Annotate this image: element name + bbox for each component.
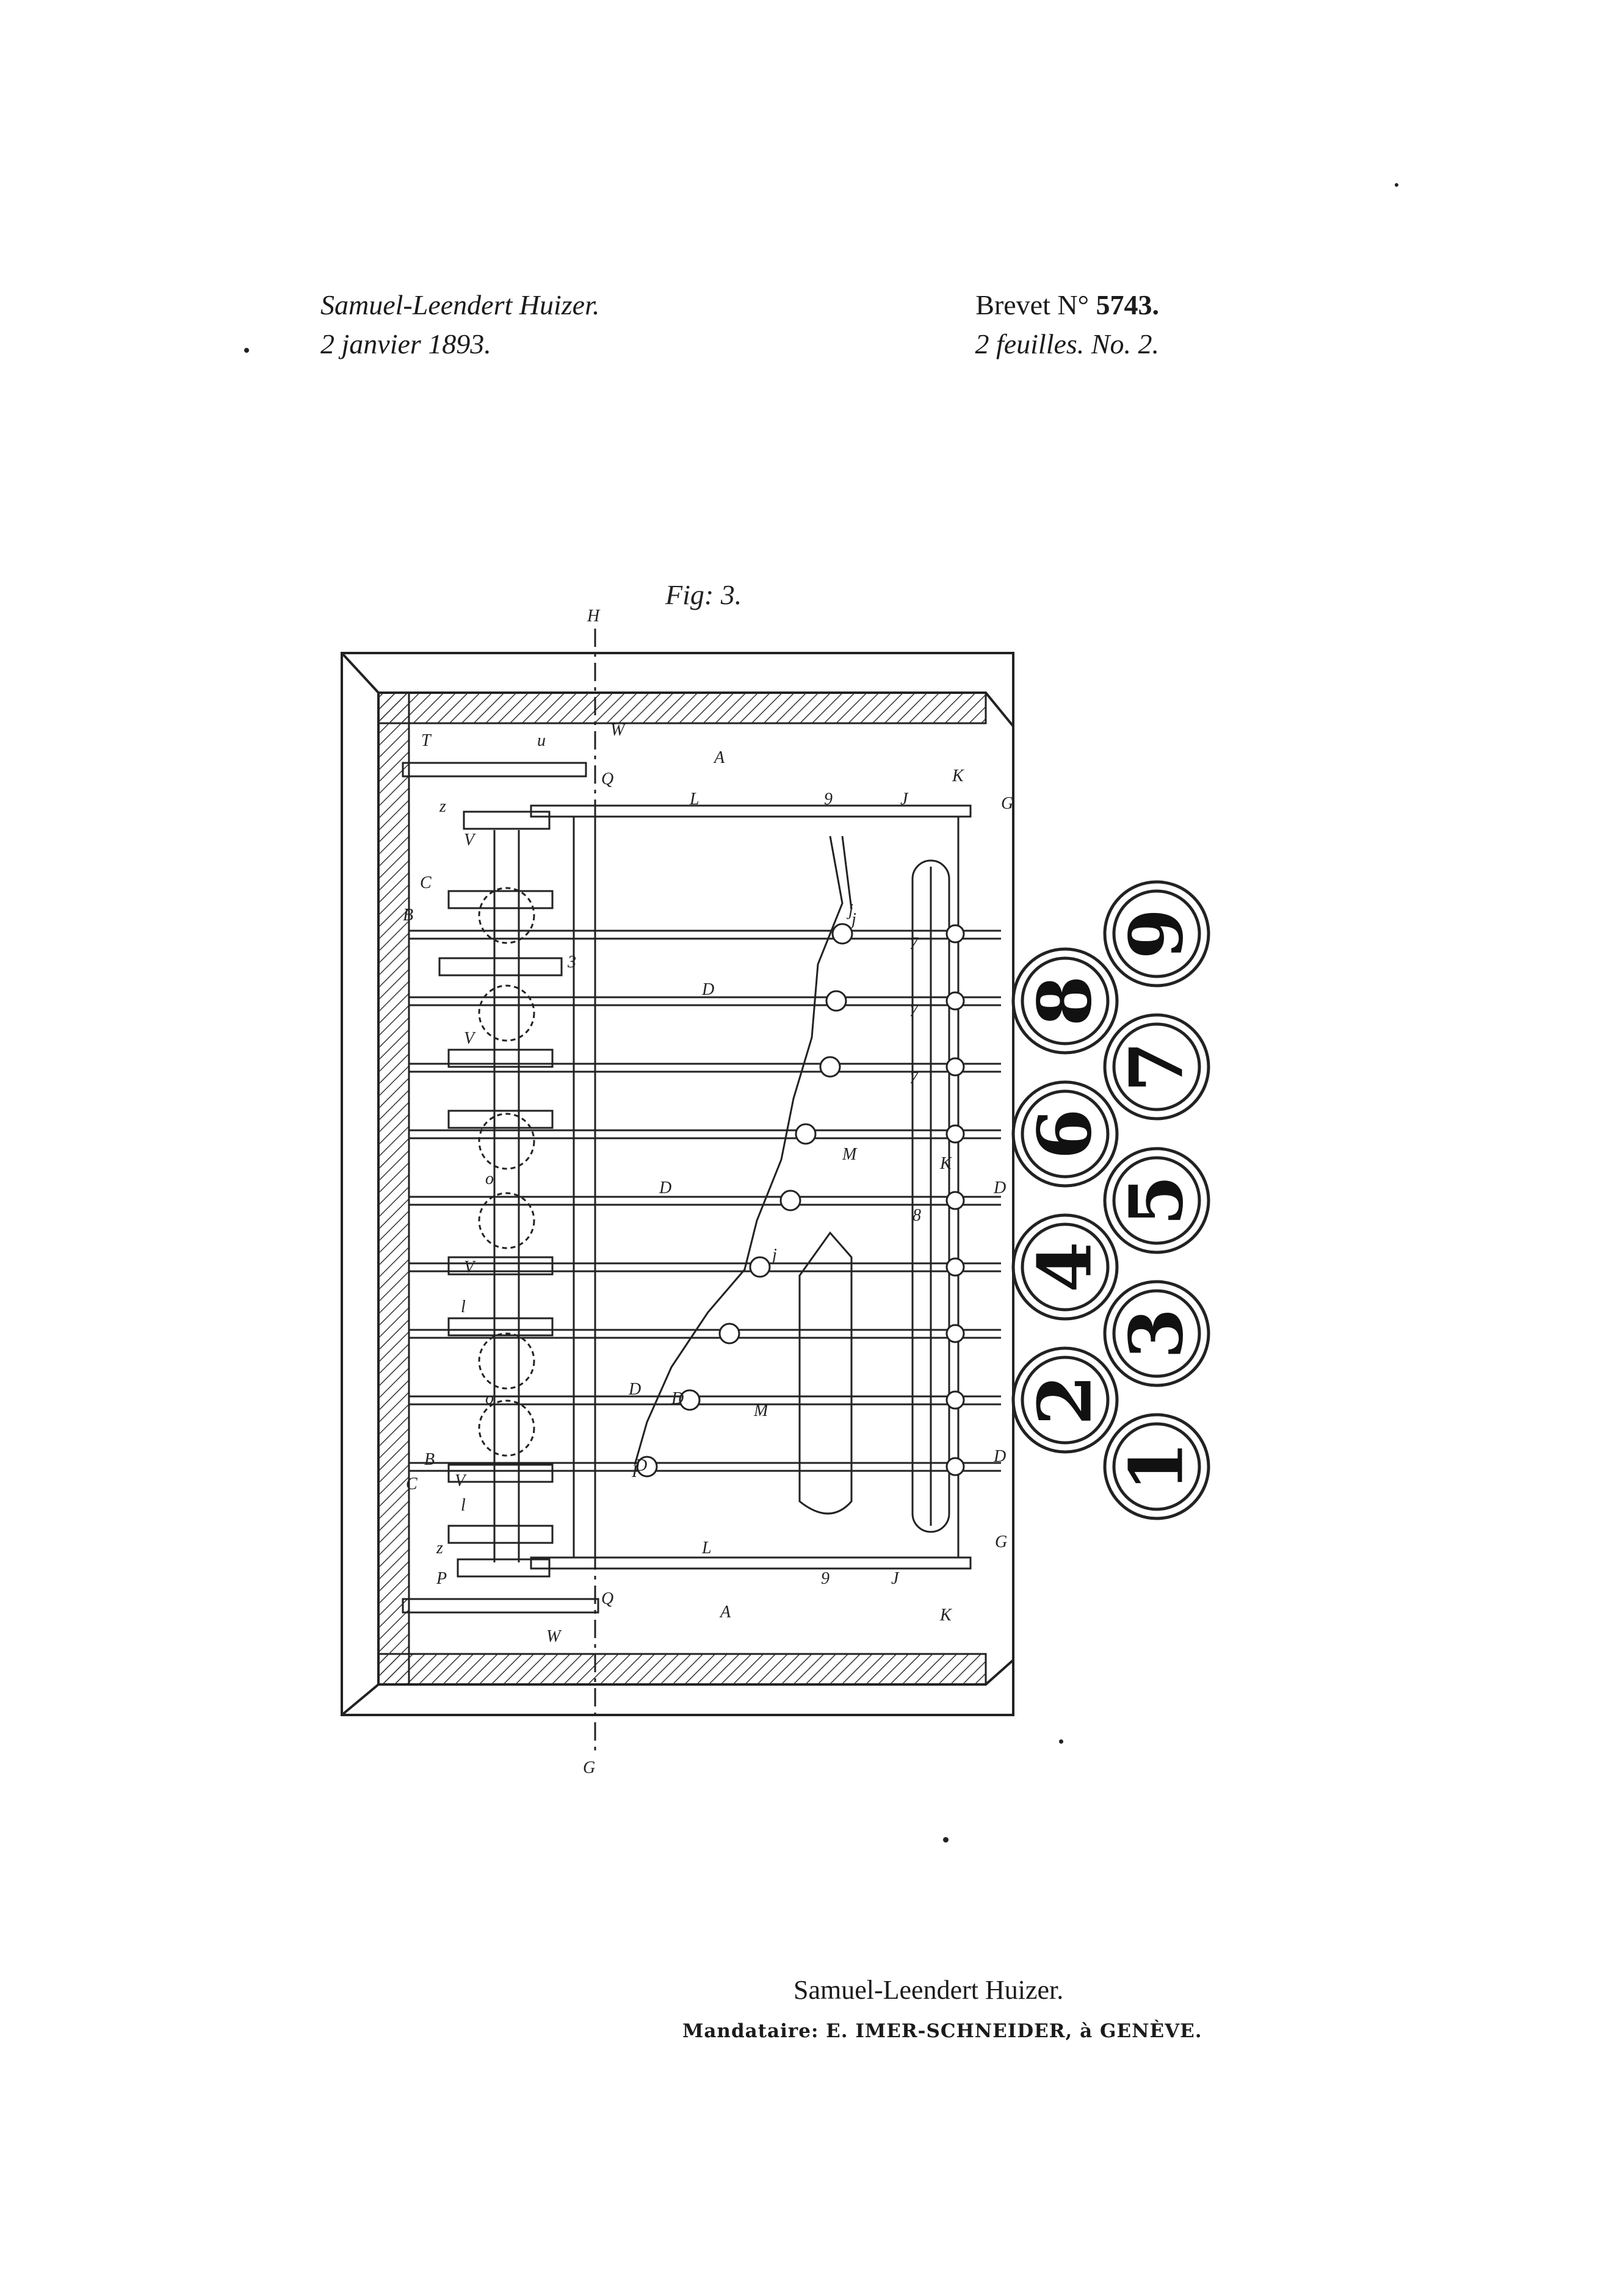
part-label: j — [850, 910, 856, 929]
mechanism — [402, 762, 1001, 1614]
header-left: Samuel-Leendert Huizer. 2 janvier 1893. — [320, 286, 599, 364]
part-label: l — [461, 1298, 466, 1316]
footer-agent: Mandataire: E. IMER-SCHNEIDER, à GENÈVE. — [682, 2020, 1202, 2042]
comb-pins — [636, 923, 965, 1478]
part-label: M — [842, 1145, 858, 1164]
hatched-walls — [377, 691, 987, 1686]
section-label-top: H — [587, 607, 601, 626]
part-label: B — [424, 1450, 435, 1469]
part-label: D — [993, 1179, 1006, 1197]
part-label: L — [689, 790, 699, 809]
key-2-label: 2 — [1022, 1374, 1108, 1426]
part-label: V — [464, 1258, 476, 1277]
part-label: G — [1001, 794, 1013, 813]
part-label: L — [701, 1539, 712, 1558]
part-label: D — [701, 980, 714, 999]
key-1-label: 1 — [1114, 1441, 1200, 1492]
part-label: W — [610, 721, 626, 740]
part-label: J — [900, 790, 909, 809]
part-label: D — [671, 1389, 684, 1408]
key-6-label: 6 — [1022, 1108, 1108, 1160]
filing-date: 2 janvier 1893. — [320, 328, 491, 359]
part-label: D — [628, 1380, 641, 1399]
part-label: D — [659, 1179, 671, 1197]
part-label: l — [461, 1496, 466, 1515]
part-label: W — [546, 1627, 562, 1646]
part-label: C — [406, 1475, 417, 1493]
part-label: D — [634, 1456, 647, 1475]
key-4-label: 4 — [1022, 1241, 1108, 1293]
part-label: o — [485, 1169, 494, 1188]
part-label: z — [439, 797, 446, 816]
sheet-count: 2 feuilles. No. 2. — [975, 328, 1159, 359]
patent-line: Brevet N° 5743. — [975, 286, 1159, 325]
part-label: B — [403, 906, 413, 925]
part-label: V — [464, 831, 476, 850]
key-5-label: 5 — [1114, 1175, 1200, 1226]
part-label: P — [436, 1569, 447, 1588]
part-label: 8 — [913, 1206, 921, 1225]
part-label: Q — [601, 1589, 613, 1608]
part-label: A — [719, 1603, 731, 1622]
scan-speck — [244, 348, 249, 353]
header-right: Brevet N° 5743. 2 feuilles. No. 2. — [975, 286, 1159, 364]
part-label: I — [631, 1462, 638, 1481]
part-label: Q — [601, 770, 613, 789]
scan-speck — [943, 1837, 949, 1843]
part-label: z — [436, 1539, 443, 1558]
part-label: C — [420, 873, 432, 892]
part-label: 7 — [909, 934, 919, 953]
footer-inventor: Samuel-Leendert Huizer. — [793, 1975, 1064, 2005]
part-label: 7 — [909, 1069, 919, 1088]
part-label: j — [847, 901, 853, 920]
part-label: V — [464, 1029, 476, 1048]
part-label: 3 — [567, 953, 576, 972]
part-label: j — [770, 1246, 777, 1265]
part-label: K — [939, 1606, 952, 1625]
part-label: A — [713, 748, 725, 767]
figure-title: Fig: 3. — [665, 579, 742, 610]
part-label: D — [993, 1447, 1006, 1466]
part-label: 7 — [909, 1002, 919, 1020]
part-label: 9 — [824, 790, 833, 809]
part-label: K — [952, 767, 964, 785]
patent-prefix: Brevet N° — [975, 289, 1089, 320]
part-label: 9 — [821, 1569, 830, 1588]
part-label: o — [485, 1389, 494, 1408]
scan-speck — [1059, 1739, 1063, 1744]
key-numbers: 9 8 7 6 5 4 3 2 1 — [1022, 908, 1200, 1492]
key-9-label: 9 — [1114, 908, 1200, 959]
part-label: u — [537, 731, 546, 750]
section-label-bottom: G — [583, 1758, 595, 1777]
part-labels: A A L L M M D D D D D D D j j j J J 9 9 … — [403, 721, 1013, 1646]
scan-speck — [1395, 183, 1398, 187]
key-7-label: 7 — [1114, 1041, 1200, 1092]
part-label: T — [421, 731, 432, 750]
key-3-label: 3 — [1114, 1308, 1200, 1359]
inventor-name: Samuel-Leendert Huizer. — [320, 289, 600, 320]
part-label: M — [753, 1401, 769, 1420]
part-label: K — [939, 1154, 952, 1173]
part-label: V — [455, 1471, 467, 1490]
key-8-label: 8 — [1022, 975, 1108, 1027]
part-label: G — [995, 1532, 1007, 1551]
part-label: J — [891, 1569, 900, 1588]
patent-number: 5743. — [1096, 289, 1160, 320]
keys — [1011, 880, 1210, 1520]
